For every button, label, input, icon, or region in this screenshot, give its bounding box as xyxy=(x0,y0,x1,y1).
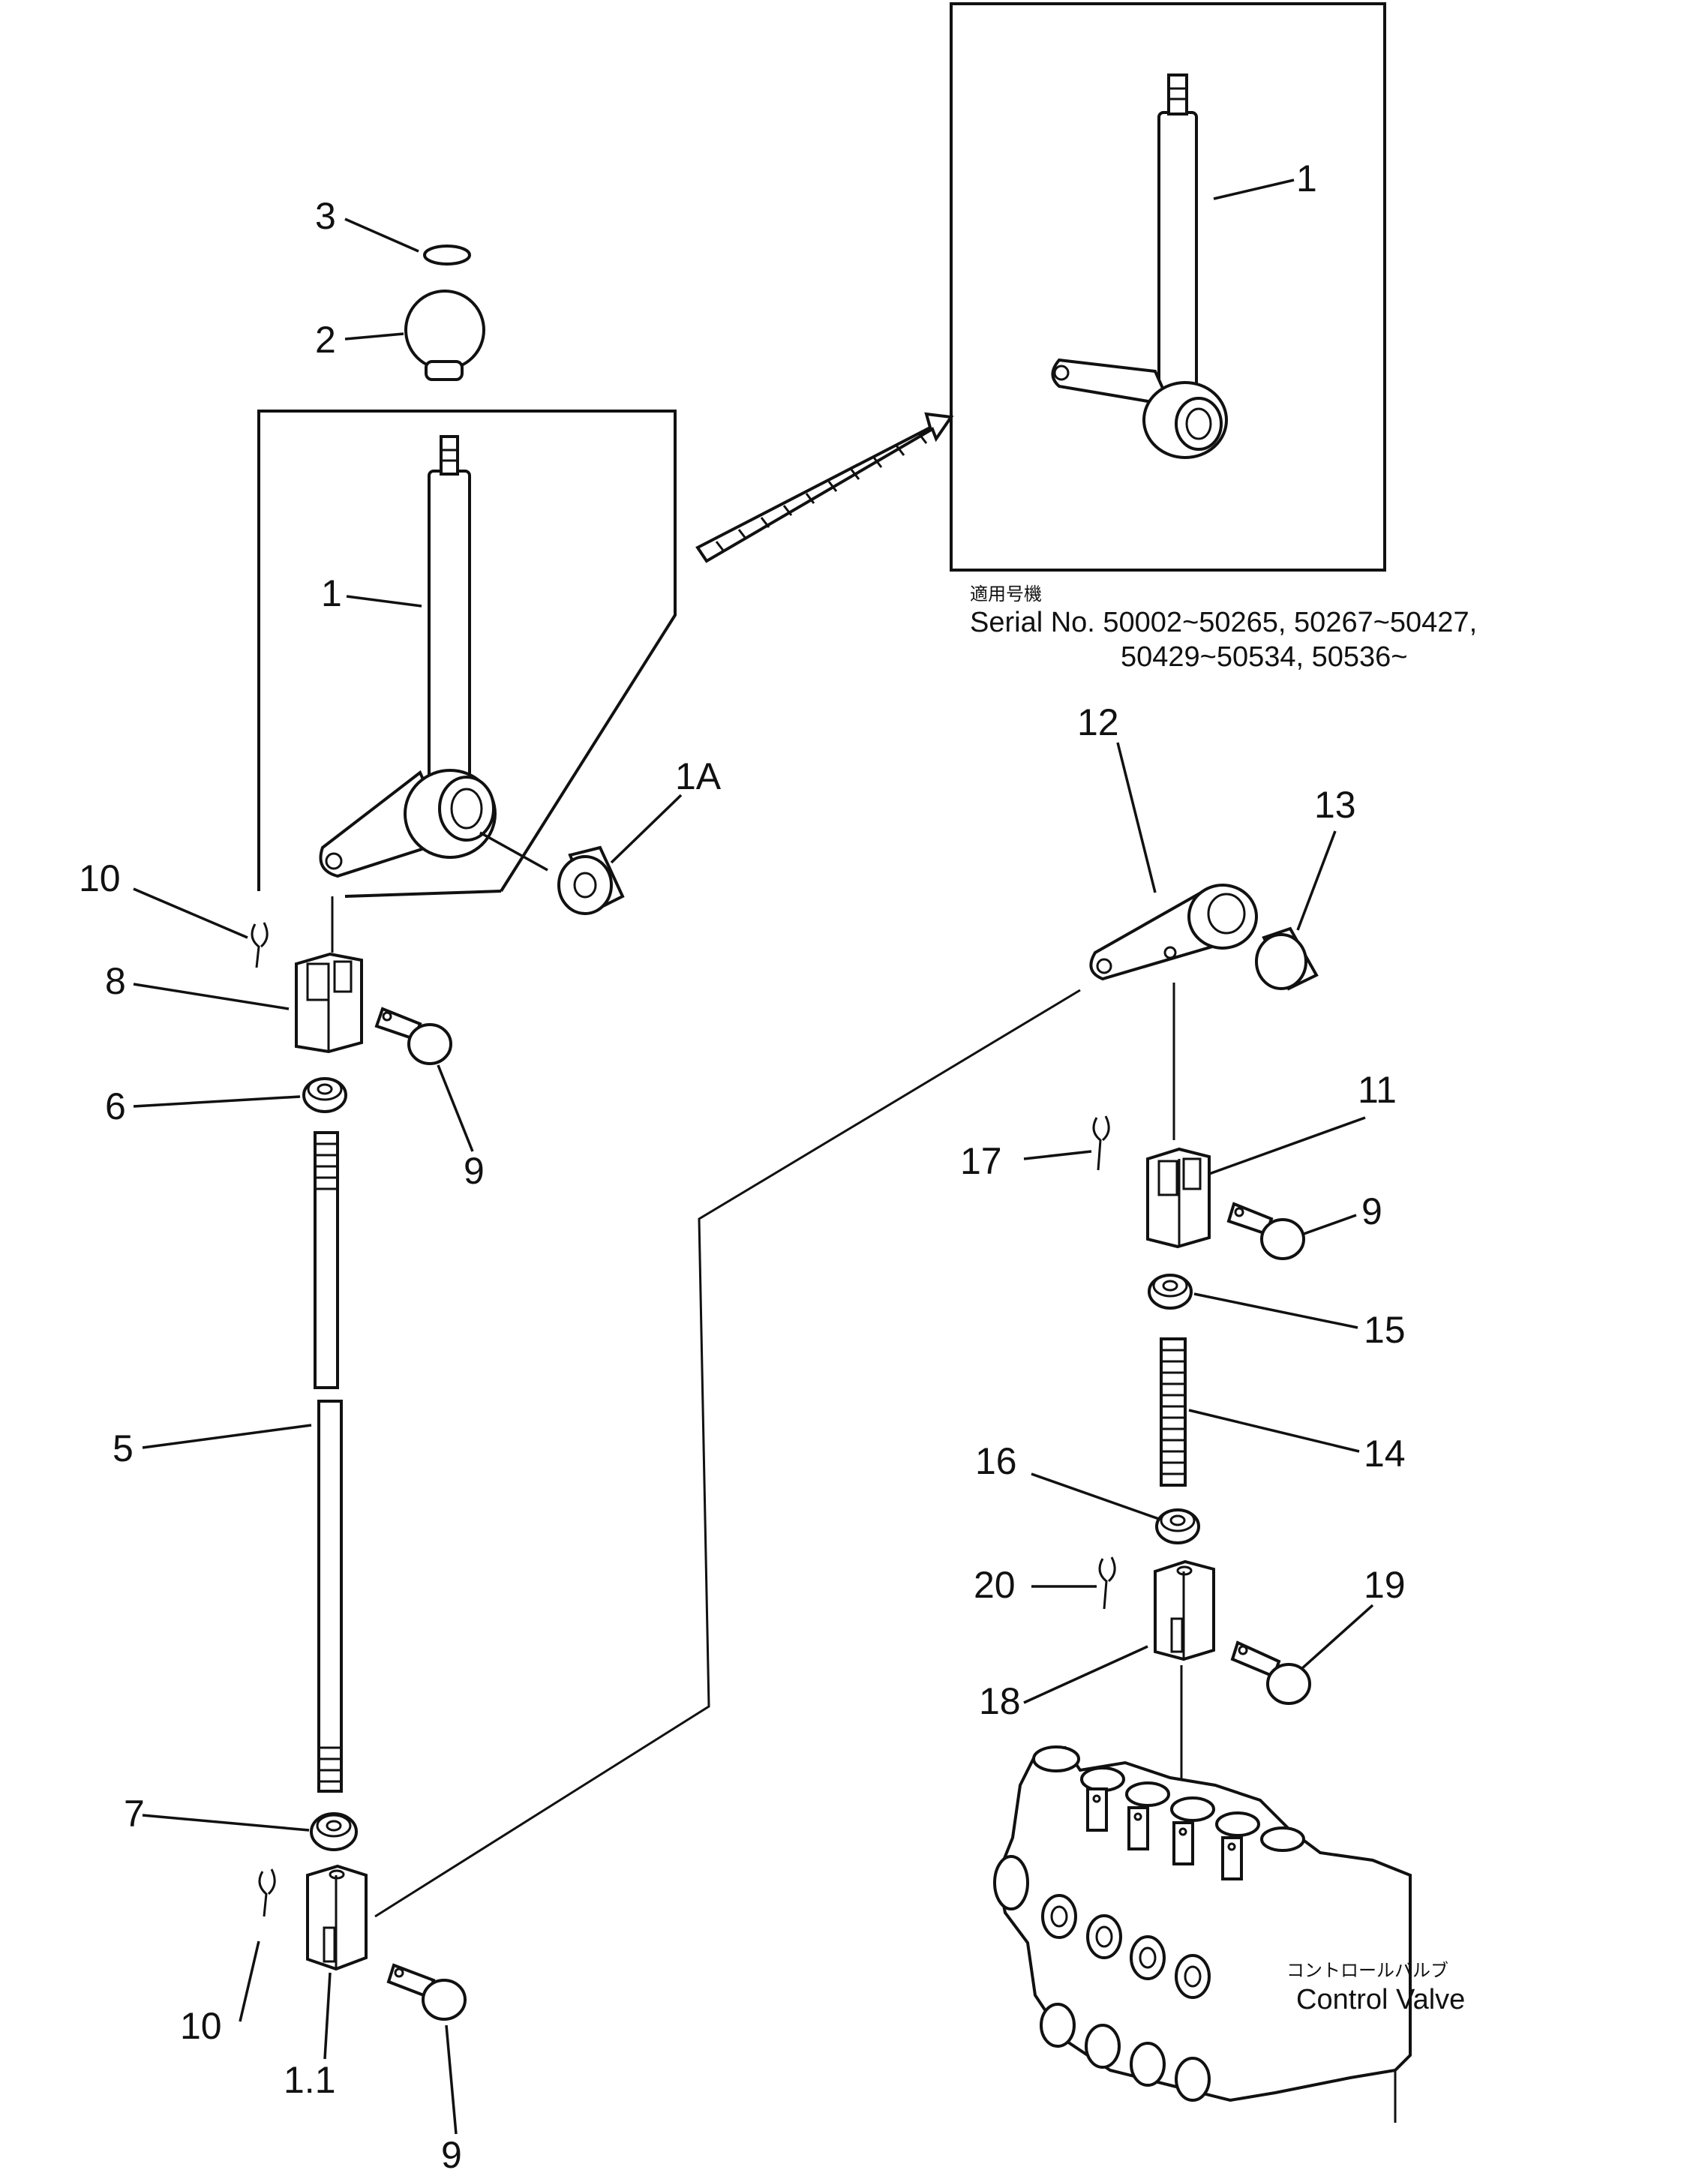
leader-lines xyxy=(133,179,1374,2135)
callout-1-main: 1 xyxy=(321,572,342,614)
callout-18: 18 xyxy=(979,1680,1021,1722)
callout-19: 19 xyxy=(1364,1564,1406,1606)
bushing-part-1a xyxy=(557,845,625,915)
callout-11-left: 1.1 xyxy=(284,2059,336,2101)
callout-1-inset: 1 xyxy=(1296,158,1317,200)
rod-part-5-upper xyxy=(314,1131,339,1389)
callout-14: 14 xyxy=(1364,1433,1406,1475)
callout-17: 17 xyxy=(960,1140,1002,1182)
callout-11-right: 11 xyxy=(1358,1069,1397,1111)
callout-10-bottom: 10 xyxy=(180,2005,222,2047)
rod-part-5-lower xyxy=(317,1400,343,1793)
serial-note-line1: Serial No. 50002~50265, 50267~50427, xyxy=(970,607,1477,638)
ring-part-3 xyxy=(423,245,471,266)
callout-9-bottom: 9 xyxy=(441,2134,462,2170)
lever-part-12 xyxy=(1089,884,1258,981)
clevis-part-8 xyxy=(295,952,363,1054)
callouts: 3 2 1 1A 10 8 6 9 5 7 10 1.1 9 1 12 13 1… xyxy=(79,158,1406,2170)
callout-15: 15 xyxy=(1364,1309,1406,1351)
left-assembly-frame xyxy=(257,410,677,898)
bushing-part-13 xyxy=(1255,926,1319,991)
callout-10-top: 10 xyxy=(79,857,121,899)
cotter-pin-part-10-bottom xyxy=(258,1868,276,1917)
inset-frame xyxy=(950,2,1386,572)
nut-part-7 xyxy=(310,1812,358,1851)
callout-9-top: 9 xyxy=(464,1150,485,1192)
nut-part-15 xyxy=(1148,1274,1193,1310)
callout-6: 6 xyxy=(105,1085,126,1127)
clevis-part-11-right xyxy=(1146,1147,1211,1249)
callout-3: 3 xyxy=(315,195,336,237)
callout-5: 5 xyxy=(113,1427,134,1469)
cotter-pin-part-10-top xyxy=(251,922,269,968)
callout-2: 2 xyxy=(315,319,336,361)
serial-note-line2: 50429~50534, 50536~ xyxy=(1121,641,1408,673)
callout-13: 13 xyxy=(1314,784,1356,826)
pin-part-9-bottom xyxy=(386,1963,467,2021)
inset-arrow xyxy=(695,412,954,563)
cotter-pin-part-20 xyxy=(1098,1556,1116,1610)
pin-part-19 xyxy=(1230,1640,1311,1705)
pin-part-9-top xyxy=(374,1007,452,1065)
callout-12: 12 xyxy=(1077,701,1119,743)
callout-8: 8 xyxy=(105,960,126,1002)
control-valve-label: Control Valve xyxy=(1296,1984,1465,2015)
nut-part-16 xyxy=(1155,1508,1200,1544)
knob-part-2 xyxy=(404,290,485,381)
callout-9-right: 9 xyxy=(1361,1190,1382,1232)
callout-16: 16 xyxy=(975,1440,1017,1482)
clevis-part-11-left xyxy=(306,1864,368,1971)
callout-1a: 1A xyxy=(675,755,722,797)
serial-note: 適用号機 Serial No. 50002~50265, 50267~50427… xyxy=(970,584,1477,673)
linkage-line xyxy=(374,989,1081,1918)
serial-note-jp: 適用号機 xyxy=(970,584,1042,605)
control-valve xyxy=(993,1745,1412,2123)
control-valve-jp-label: コントロールバルブ xyxy=(1286,1961,1448,1981)
nut-part-6 xyxy=(302,1077,347,1113)
clevis-part-18 xyxy=(1154,1559,1215,1661)
callout-7: 7 xyxy=(124,1793,145,1835)
rod-part-14 xyxy=(1160,1337,1187,1487)
callout-20: 20 xyxy=(974,1564,1016,1606)
lever-part-1 xyxy=(319,435,497,878)
pin-part-9-right xyxy=(1226,1202,1305,1260)
cotter-pin-part-17 xyxy=(1092,1115,1110,1171)
